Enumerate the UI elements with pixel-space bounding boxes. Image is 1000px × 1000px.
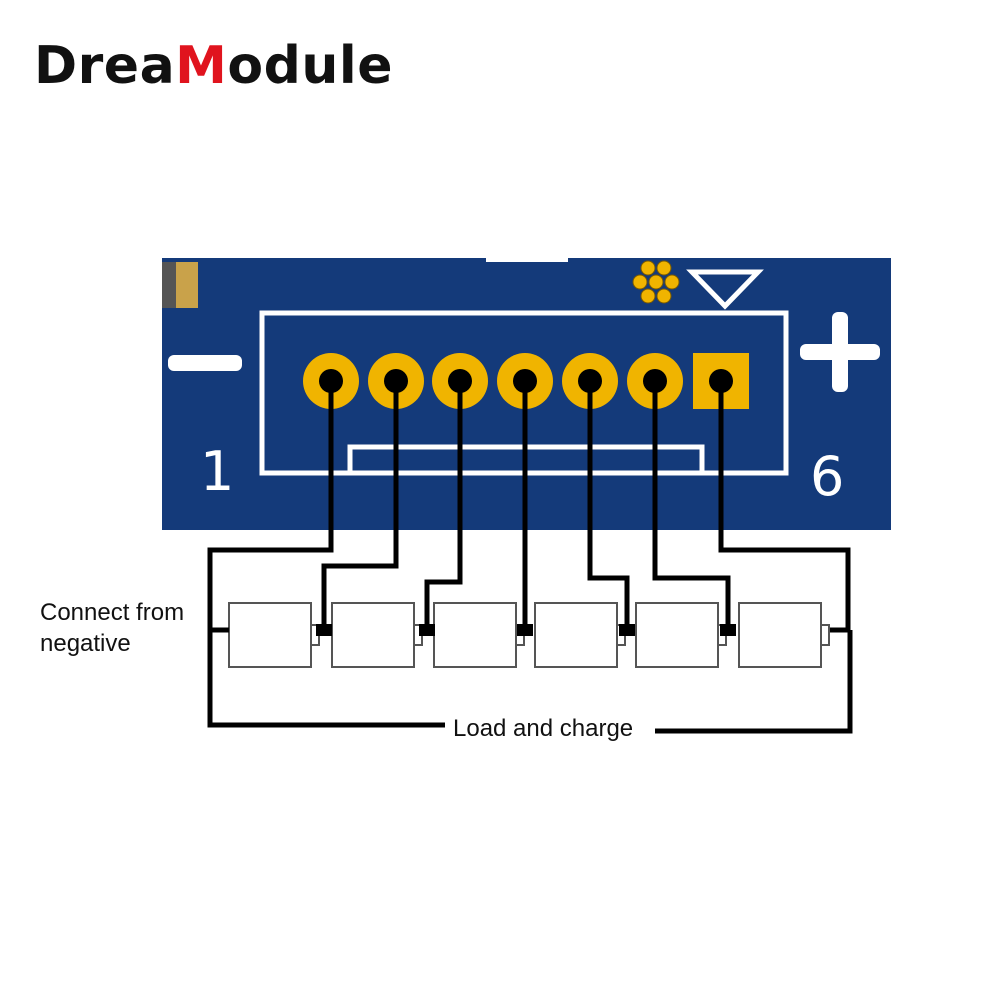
smd-component-body [162,262,176,308]
brand-suffix: odule [227,36,393,96]
connect-label-line2: negative [40,630,131,657]
battery-cell [738,602,822,668]
brand-accent-letter: M [175,36,228,96]
wire [655,630,853,734]
cell-terminal [820,624,830,646]
cell-row [228,602,830,668]
battery-cell [433,602,517,668]
pin-1-label: 1 [200,440,234,503]
wire-joint [419,624,435,636]
wire [587,381,630,630]
wire-joint [517,624,533,636]
battery-cell [228,602,312,668]
wire [207,381,334,633]
plus-sign [800,312,880,392]
wire-joint [720,624,736,636]
wire-joint [619,624,635,636]
wire [321,381,399,630]
via-cluster [632,260,680,304]
board-notch [486,254,568,262]
wire-joint [316,624,332,636]
battery-cell [534,602,618,668]
pin-6-label: 6 [810,445,844,508]
load-charge-label: Load and charge [453,715,633,742]
minus-sign [168,355,242,371]
battery-cell [635,602,719,668]
wire [207,630,445,728]
connect-label-line1: Connect from [40,599,184,626]
wire [718,381,851,633]
wire-group [207,381,853,734]
orientation-triangle [686,269,764,310]
wire [424,381,463,630]
brand-prefix: Drea [34,36,176,96]
battery-cell [331,602,415,668]
wire [652,381,731,630]
brand-logo: DreaModule [34,40,393,92]
